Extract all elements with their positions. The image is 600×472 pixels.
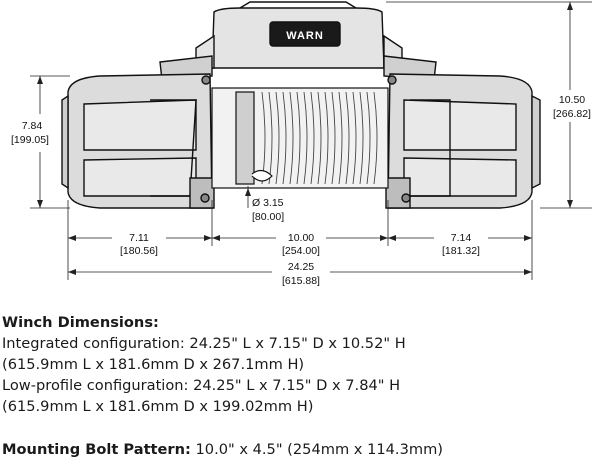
bolt-pattern-label: Mounting Bolt Pattern: — [2, 441, 191, 458]
total-width-mm: [615.88] — [282, 275, 320, 287]
cable-wrap — [359, 91, 364, 185]
cable-wrap — [345, 91, 350, 185]
bolt-pattern-value: 10.0" x 4.5" (254mm x 114.3mm) — [190, 441, 443, 458]
cable-wrap — [324, 91, 329, 185]
cable-wrap — [310, 91, 315, 185]
cable-wrap — [296, 91, 301, 185]
specs-heading: Winch Dimensions: — [2, 314, 159, 331]
dimension-lines — [30, 1, 592, 280]
drum-dia-in: Ø 3.15 — [252, 197, 284, 209]
total-width-in: 24.25 — [288, 261, 314, 273]
drum-width-in: 10.00 — [288, 232, 314, 244]
bolt-pattern: Mounting Bolt Pattern: 10.0" x 4.5" (254… — [2, 439, 598, 460]
height-int-mm: [266.82] — [553, 108, 591, 120]
cable-wrap — [331, 91, 336, 185]
left-width-in: 7.11 — [129, 232, 149, 244]
cable-wrap — [373, 91, 378, 185]
arrowheads — [37, 2, 573, 275]
drum-width-mm: [254.00] — [282, 245, 320, 257]
warn-logo: WARN — [286, 30, 324, 42]
integrated-config: Integrated configuration: 24.25" L x 7.1… — [2, 335, 406, 352]
left-width-mm: [180.56] — [120, 245, 158, 257]
drum-dia-mm: [80.00] — [252, 211, 284, 223]
cable-wrap — [275, 91, 280, 185]
height-low-in: 7.84 — [22, 120, 43, 132]
lowprofile-config: Low-profile configuration: 24.25" L x 7.… — [2, 377, 401, 394]
cable-wrap — [317, 91, 322, 185]
height-int-in: 10.50 — [559, 94, 585, 106]
cable-wrap — [352, 91, 357, 185]
left-housing — [61, 73, 215, 209]
cable-wraps — [261, 91, 378, 185]
right-width-mm: [181.32] — [442, 245, 480, 257]
spec-text: Winch Dimensions: Integrated configurati… — [2, 312, 598, 460]
integrated-metric: (615.9mm L x 181.6mm D x 267.1mm H) — [2, 356, 305, 373]
cable-wrap — [282, 91, 287, 185]
right-width-in: 7.14 — [451, 232, 472, 244]
lowprofile-metric: (615.9mm L x 181.6mm D x 199.02mm H) — [2, 398, 314, 415]
cable-wrap — [289, 91, 294, 185]
right-housing — [385, 73, 541, 209]
cable-end — [251, 169, 273, 182]
cable-wrap — [303, 91, 308, 185]
cable-wrap — [366, 91, 371, 185]
height-low-mm: [199.05] — [11, 134, 49, 146]
cable-wrap — [338, 91, 343, 185]
winch-drawing: WARN — [11, 1, 592, 287]
